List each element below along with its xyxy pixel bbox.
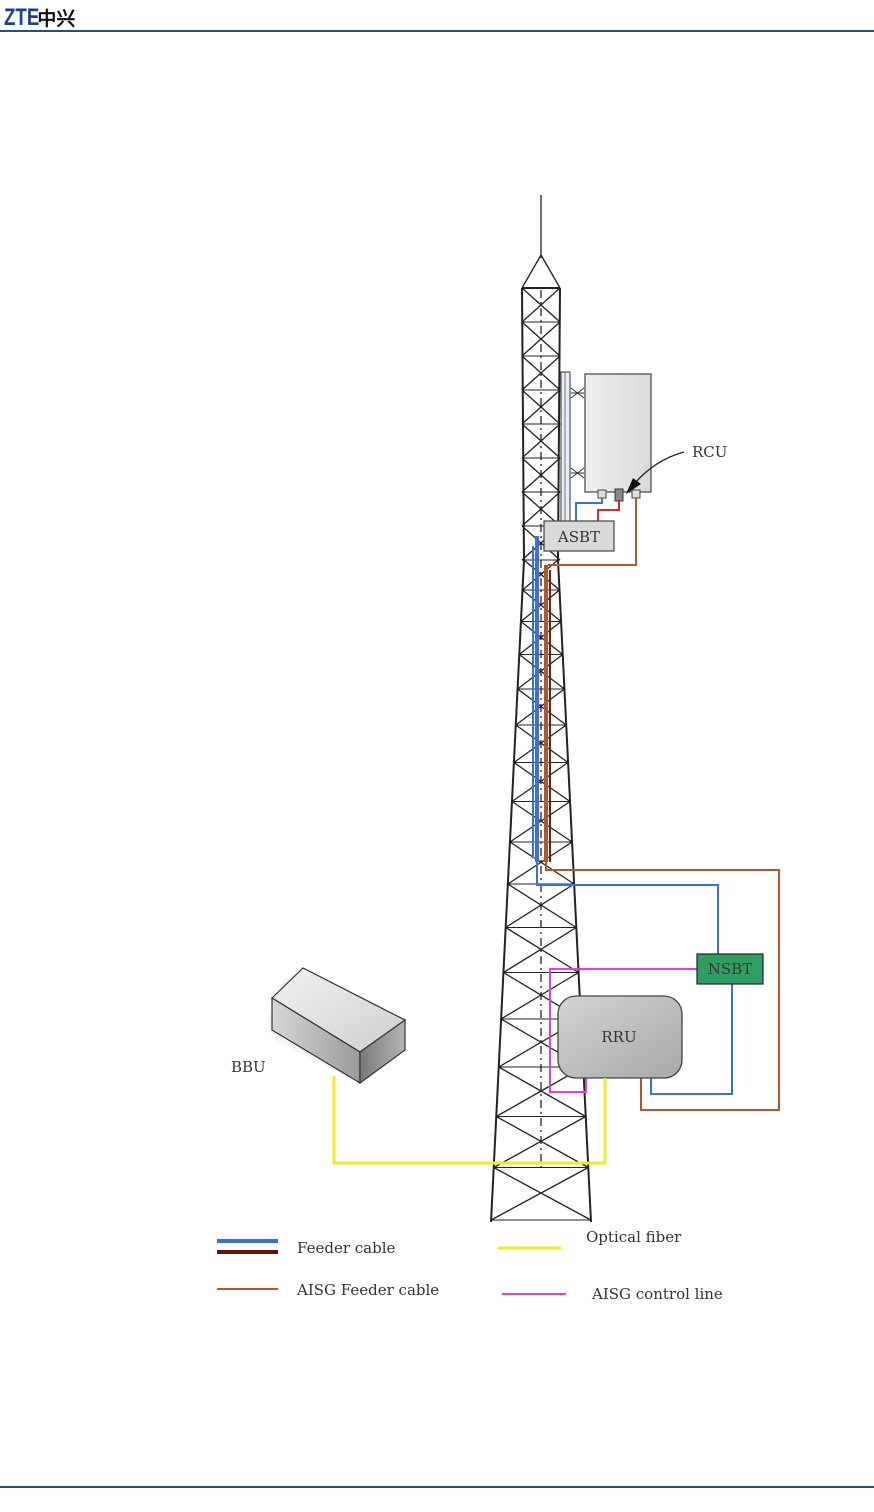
optical-fiber-route xyxy=(334,1076,605,1163)
bbu-label: BBU xyxy=(231,1058,266,1076)
rru-label: RRU xyxy=(601,1028,636,1046)
tower-member xyxy=(512,763,568,802)
tower-member xyxy=(521,622,563,655)
tower-member xyxy=(494,1168,591,1221)
rru-unit: RRU xyxy=(558,996,682,1078)
legend-aisg-control-line: AISG control line xyxy=(591,1285,723,1303)
tower-member xyxy=(516,725,568,763)
tower-member xyxy=(510,842,574,884)
nsbt-box: NSBT xyxy=(697,954,763,984)
legend: Feeder cable AISG Feeder cable Optical f… xyxy=(217,1228,723,1303)
tower-member xyxy=(521,590,560,622)
antenna-panel xyxy=(561,372,651,527)
legend-aisg-feeder-cable: AISG Feeder cable xyxy=(296,1281,439,1299)
bbu-unit xyxy=(268,968,407,1083)
tower-member xyxy=(516,689,565,725)
tower-member xyxy=(519,655,564,690)
tower-member xyxy=(508,842,572,884)
footer-rule xyxy=(0,1486,874,1488)
legend-feeder-cable: Feeder cable xyxy=(297,1239,396,1257)
legend-optical-fiber: Optical fiber xyxy=(586,1228,682,1246)
tower-member xyxy=(512,802,572,843)
tower-member xyxy=(519,622,561,655)
tower-member xyxy=(518,655,563,690)
tower-member xyxy=(508,884,576,928)
tower-member xyxy=(506,928,579,973)
asbt-label: ASBT xyxy=(557,528,600,546)
tower-member xyxy=(503,928,576,973)
tower-member xyxy=(494,1117,586,1168)
rcu-label: RCU xyxy=(692,443,727,461)
tower-member xyxy=(496,1117,588,1168)
tower-member xyxy=(514,763,570,802)
nsbt-label: NSBT xyxy=(708,960,752,978)
tower-member xyxy=(491,1168,588,1221)
tower-member xyxy=(518,689,567,725)
tower-member xyxy=(514,725,566,763)
tower-member xyxy=(506,884,574,928)
tower-member xyxy=(523,590,562,622)
tower-member xyxy=(510,802,570,843)
asbt-box: ASBT xyxy=(544,521,614,551)
